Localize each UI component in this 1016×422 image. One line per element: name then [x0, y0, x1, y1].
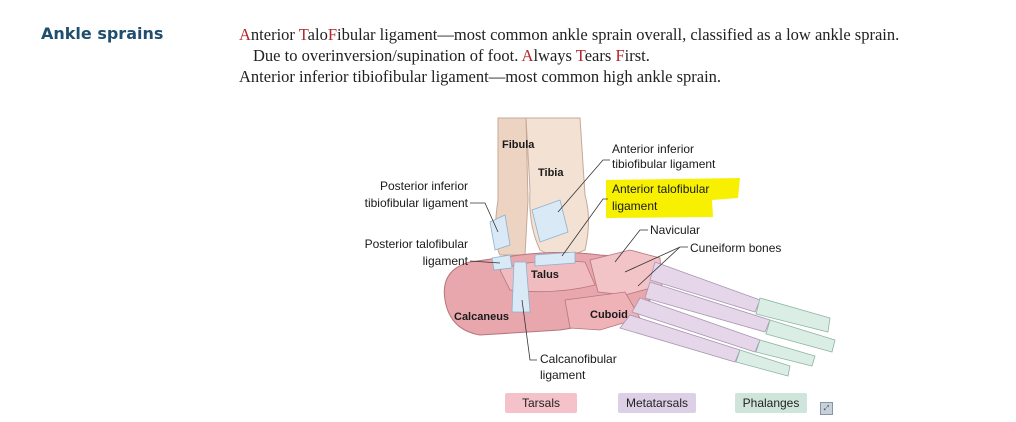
mnemonic-letter: F: [615, 46, 625, 65]
text-line-1: Anterior TaloFibular ligament—most commo…: [239, 24, 999, 45]
text-fragment: alo: [307, 25, 328, 44]
leader-line: [614, 229, 648, 263]
text-fragment: nterior: [250, 25, 299, 44]
cfl-label-line2: ligament: [540, 368, 586, 382]
mnemonic-letter: T: [298, 25, 308, 44]
calcaneus-label: Calcaneus: [454, 311, 509, 323]
posterior-talofibular-ligament: [491, 254, 513, 271]
cuboid-bone: [564, 291, 641, 331]
section-heading: Ankle sprains: [41, 24, 164, 43]
metatarsal: [619, 314, 741, 363]
text-line-2: Due to overinversion/supination of foot.…: [239, 45, 999, 66]
leader-line: [561, 198, 608, 257]
cuboid-label: Cuboid: [590, 309, 628, 321]
aitfl-label-line1: Anterior inferior: [612, 142, 694, 156]
description-text: Anterior TaloFibular ligament—most commo…: [239, 24, 999, 87]
text-fragment: ibular ligament—most common ankle sprain…: [337, 25, 900, 44]
atfl-label-line1: Anterior talofibular: [612, 182, 709, 196]
navicular-label: Navicular: [650, 223, 700, 237]
ptfl-label-line2: ligament: [423, 254, 469, 268]
mnemonic-letter: A: [521, 46, 534, 65]
anterior-talofibular-ligament: [534, 251, 576, 267]
text-fragment: ears: [584, 46, 616, 65]
text-fragment: irst.: [624, 46, 650, 65]
atfl-label-line2: ligament: [612, 199, 658, 213]
phalanx: [755, 297, 831, 333]
expand-icon[interactable]: ⤢: [820, 402, 833, 415]
calcanofibular-ligament: [511, 261, 531, 313]
phalanx: [735, 349, 791, 377]
leader-line: [624, 246, 688, 287]
pitfl-label-line2: tibiofibular ligament: [365, 196, 469, 210]
phalanx: [755, 339, 816, 367]
legend-metatarsals: Metatarsals: [618, 393, 696, 413]
pitfl-label-line1: Posterior inferior: [380, 179, 468, 193]
cfl-label-line1: Calcanofibular: [540, 352, 617, 366]
tibia-label: Tibia: [538, 167, 564, 179]
text-line-3: Anterior inferior tibiofibular ligament—…: [239, 67, 722, 86]
talus-label: Talus: [531, 269, 559, 281]
highlight-mark: [606, 178, 740, 218]
phalanx: [765, 319, 836, 353]
legend-phalanges: Phalanges: [735, 393, 807, 413]
leader-line: [469, 260, 501, 264]
metatarsal: [644, 281, 771, 333]
text-fragment: lways: [533, 46, 576, 65]
legend-tarsals: Tarsals: [505, 393, 577, 413]
leader-line: [557, 159, 610, 213]
leader-line: [470, 202, 499, 233]
mnemonic-letter: T: [575, 46, 585, 65]
ptfl-label-line1: Posterior talofibular: [365, 237, 468, 251]
mnemonic-letter: A: [239, 25, 251, 44]
text-fragment: Due to overinversion/supination of foot.: [253, 46, 522, 65]
leader-line: [521, 299, 537, 361]
mnemonic-letter: F: [327, 25, 338, 44]
metatarsal: [631, 297, 761, 353]
posterior-inferior-tibiofibular-ligament: [489, 214, 511, 251]
aitfl-label-line2: tibiofibular ligament: [612, 157, 716, 171]
cuneiform-label: Cuneiform bones: [690, 241, 781, 255]
metatarsal: [649, 261, 761, 313]
navicular-cuneiform-bones: [589, 249, 663, 296]
fibula-label: Fibula: [502, 139, 535, 151]
